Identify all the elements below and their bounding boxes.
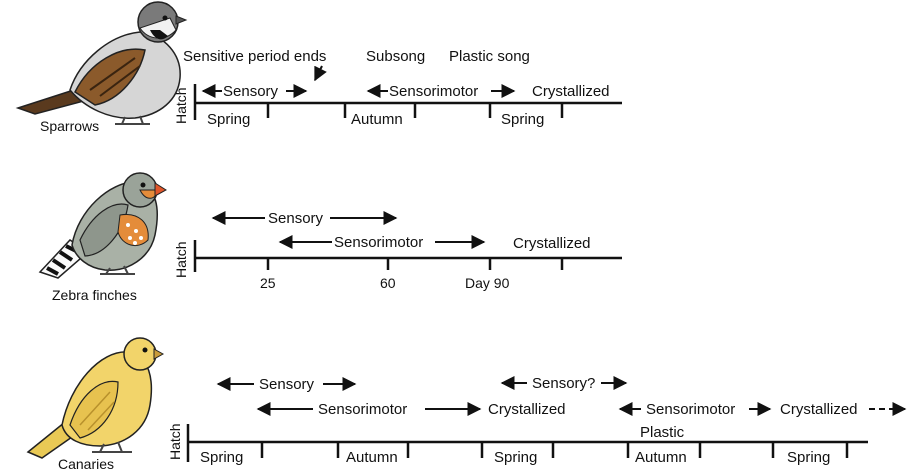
- canaries-hatch-label: Hatch: [167, 423, 183, 460]
- sparrows-season-label: Autumn: [351, 111, 403, 128]
- canaries-sensory-q-label: Sensory?: [532, 375, 595, 392]
- sparrows-sensorimotor-label: Sensorimotor: [389, 83, 478, 100]
- canaries-season-label: Autumn: [635, 449, 687, 466]
- canaries-crystallized-label: Crystallized: [488, 401, 566, 418]
- canaries-season-label: Spring: [494, 449, 537, 466]
- sparrows-timeline: Hatch Spring Autumn Spring Sensitive per…: [173, 48, 622, 128]
- canaries-sensory-label: Sensory: [259, 376, 315, 393]
- zebra-finch-illustration: [38, 172, 167, 279]
- canaries-crystallized2-label: Crystallized: [780, 401, 858, 418]
- canaries-sensorimotor2-label: Sensorimotor: [646, 401, 735, 418]
- plastic-song-label: Plastic song: [449, 48, 530, 65]
- sparrows-season-label: Spring: [501, 111, 544, 128]
- zebra-tick-label: Day 90: [465, 275, 510, 291]
- sparrows-crystallized-label: Crystallized: [532, 83, 610, 100]
- sparrows-hatch-label: Hatch: [173, 87, 189, 124]
- zebra-tick-label: 25: [260, 275, 276, 291]
- zebra-tick-label: 60: [380, 275, 396, 291]
- zebra-timeline: Hatch 25 60 Day 90 Sensory Sensorimotor …: [173, 210, 622, 291]
- canary-illustration: [26, 337, 165, 459]
- subsong-label: Subsong: [366, 48, 425, 65]
- sparrows-label: Sparrows: [40, 118, 99, 134]
- canaries-season-label: Spring: [787, 449, 830, 466]
- canaries-plastic-label: Plastic: [640, 424, 685, 441]
- sparrow-illustration: [15, 1, 188, 125]
- canaries-sensorimotor-label: Sensorimotor: [318, 401, 407, 418]
- zebra-crystallized-label: Crystallized: [513, 235, 591, 252]
- zebra-sensorimotor-label: Sensorimotor: [334, 234, 423, 251]
- canaries-timeline: Hatch Spring Autumn Spring Autumn Spring…: [167, 375, 907, 466]
- zebra-sensory-label: Sensory: [268, 210, 324, 227]
- canaries-season-label: Autumn: [346, 449, 398, 466]
- sparrows-sensory-label: Sensory: [223, 83, 279, 100]
- zebra-finches-label: Zebra finches: [52, 287, 137, 303]
- zebra-hatch-label: Hatch: [173, 241, 189, 278]
- sparrows-season-label: Spring: [207, 111, 250, 128]
- canaries-label: Canaries: [58, 456, 114, 472]
- canaries-season-label: Spring: [200, 449, 243, 466]
- sensitive-period-arrow: [314, 65, 327, 82]
- sensitive-period-label: Sensitive period ends: [183, 48, 326, 65]
